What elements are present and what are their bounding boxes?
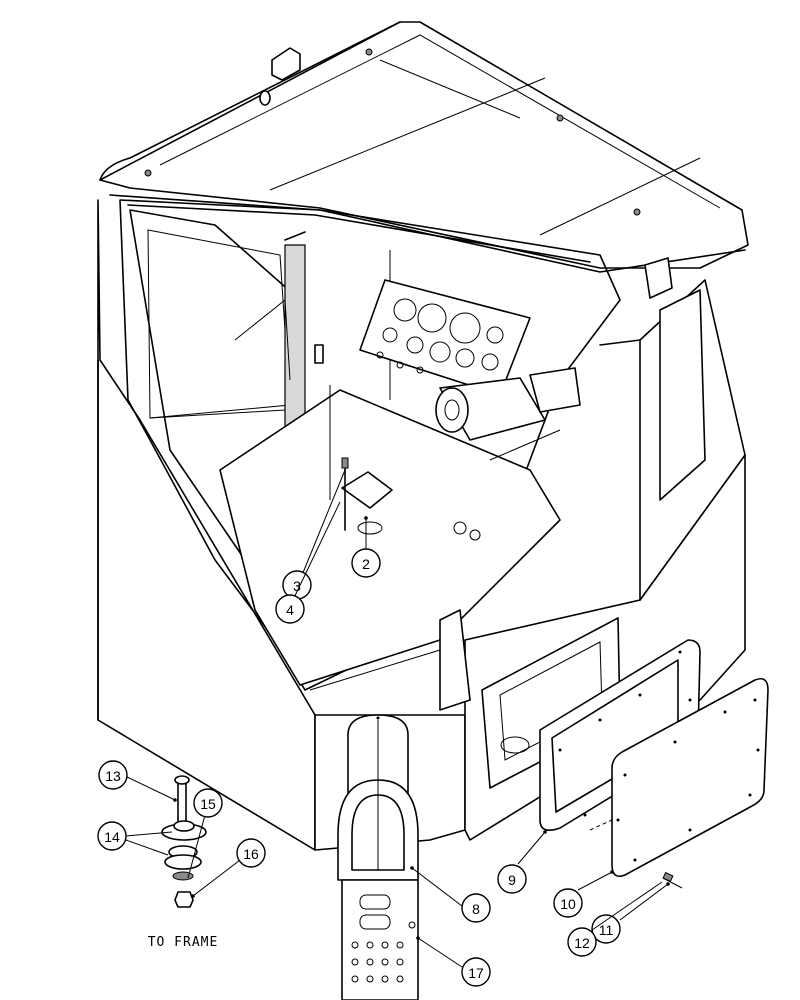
svg-text:10: 10 xyxy=(560,896,576,912)
callout-2: 2 xyxy=(351,548,381,578)
gauges xyxy=(376,298,504,374)
svg-text:13: 13 xyxy=(105,768,121,784)
callout-10: 10 xyxy=(553,888,583,918)
callout-8: 8 xyxy=(461,893,491,923)
isolator-mount xyxy=(161,775,207,908)
svg-text:15: 15 xyxy=(200,796,216,812)
svg-text:3: 3 xyxy=(293,578,301,594)
svg-text:12: 12 xyxy=(574,935,590,951)
callout-12: 12 xyxy=(567,927,597,957)
instrument-panel xyxy=(359,279,531,396)
svg-text:8: 8 xyxy=(472,901,480,917)
callout-13: 13 xyxy=(98,760,128,790)
cab-interior xyxy=(219,250,581,711)
cab-roof xyxy=(99,21,749,299)
cover-plate xyxy=(589,677,769,889)
svg-text:2: 2 xyxy=(362,556,370,572)
svg-text:9: 9 xyxy=(508,872,516,888)
callout-17: 17 xyxy=(461,957,491,987)
steering-column xyxy=(435,367,581,461)
svg-text:4: 4 xyxy=(286,602,294,618)
floor-access-plate xyxy=(341,471,393,509)
callout-14: 14 xyxy=(97,821,127,851)
plate-holes xyxy=(351,921,416,983)
svg-text:11: 11 xyxy=(599,922,614,938)
callouts: 2 3 4 8 9 10 xyxy=(97,469,670,987)
svg-text:14: 14 xyxy=(104,829,120,845)
to-frame-caption: TO FRAME xyxy=(148,935,219,950)
callout-4: 4 xyxy=(275,594,305,624)
svg-text:17: 17 xyxy=(468,965,484,981)
front-gasket xyxy=(337,714,419,881)
callout-9: 9 xyxy=(497,864,527,894)
callout-15: 15 xyxy=(193,788,223,818)
callout-16: 16 xyxy=(236,838,266,868)
callout-11: 11 xyxy=(591,914,621,944)
control-plate xyxy=(341,879,419,1000)
svg-text:16: 16 xyxy=(243,846,259,862)
